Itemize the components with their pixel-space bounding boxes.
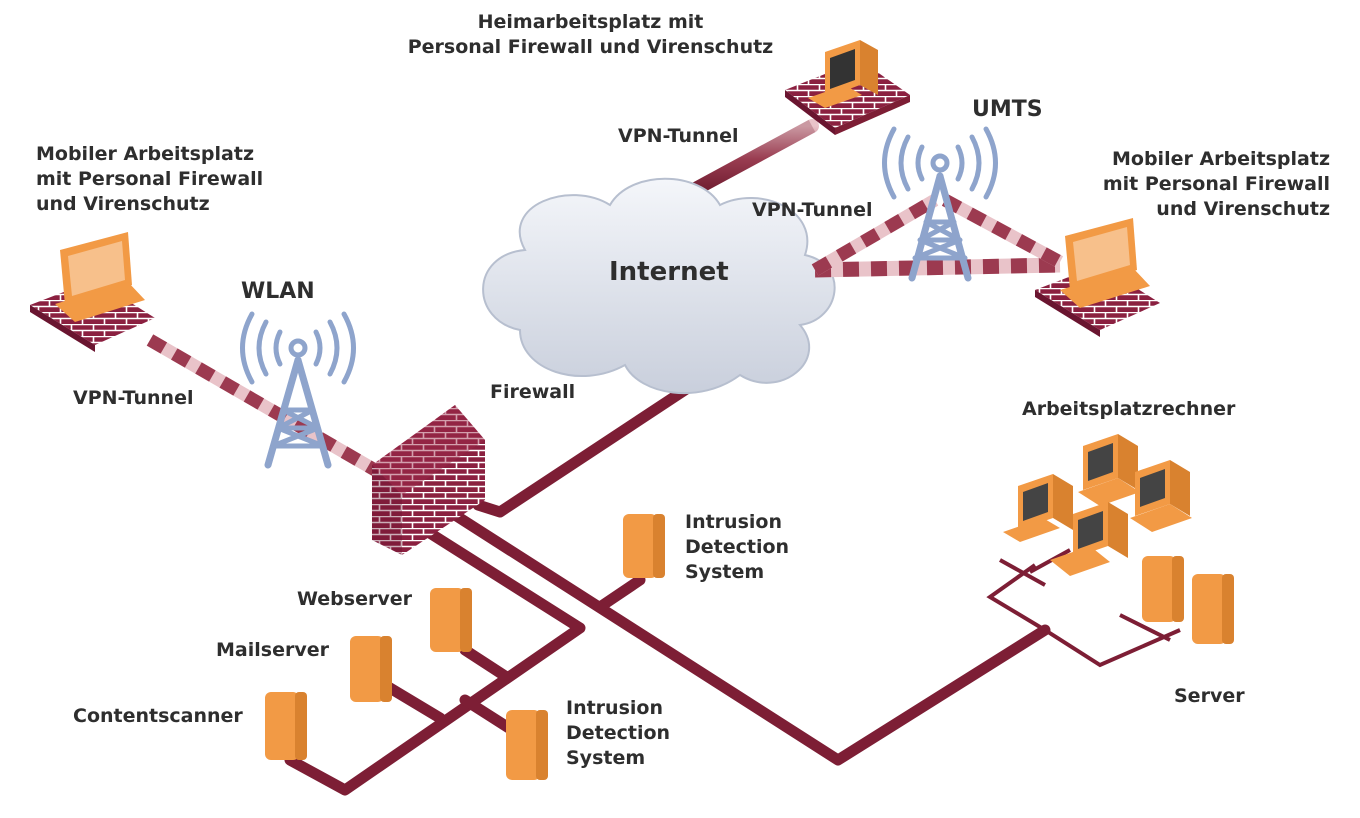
lan-servers-icon — [1142, 556, 1234, 644]
internet-cloud — [482, 177, 836, 395]
line-lan-pc2 — [1029, 548, 1071, 574]
line-dmz-ids-low — [459, 694, 518, 736]
label-ids-mid: Intrusion Detection System — [685, 511, 790, 583]
line-pc-kb — [999, 558, 1046, 587]
label-mobile-left: Mobiler Arbeitsplatz mit Personal Firewa… — [36, 143, 264, 215]
vpn-tunnel-wlan — [146, 334, 379, 476]
label-umts: UMTS — [972, 97, 1043, 122]
laptop-left-icon — [30, 232, 155, 352]
workstations-icon — [1003, 434, 1192, 576]
line-firewall-internet — [472, 374, 706, 518]
label-vpn-tunnel-left: VPN-Tunnel — [73, 387, 194, 409]
laptop-right-icon — [1035, 218, 1160, 337]
ids-low-server-icon — [506, 710, 548, 780]
label-server: Server — [1174, 685, 1245, 707]
vpn-tunnel-umts — [814, 257, 1061, 278]
line-lan-ids-mid — [594, 574, 646, 613]
label-contentscanner: Contentscanner — [73, 705, 243, 727]
label-workstations: Arbeitsplatzrechner — [1022, 398, 1236, 420]
home-office-pc-icon — [785, 40, 910, 135]
line-lan-server — [1043, 628, 1181, 668]
line-lan-workstations — [986, 563, 1047, 632]
label-firewall: Firewall — [490, 381, 576, 403]
network-lines — [284, 374, 1051, 796]
vpn-tunnel-umts-a — [811, 194, 1064, 276]
line-firewall-lan-main — [449, 509, 1051, 766]
firewall-wall-icon — [372, 405, 485, 555]
label-mailserver: Mailserver — [216, 639, 329, 661]
label-webserver: Webserver — [297, 588, 412, 610]
workstation-pc-1 — [1078, 434, 1140, 506]
wlan-antenna-icon — [240, 311, 356, 469]
label-home-office: Heimarbeitsplatz mit Personal Firewall u… — [407, 11, 774, 58]
line-lan-server2 — [1119, 613, 1171, 642]
label-vpn-tunnel-mid: VPN-Tunnel — [752, 199, 873, 221]
label-internet: Internet — [609, 257, 729, 287]
vpn-tunnel-home — [683, 119, 819, 199]
mailserver-icon — [350, 636, 392, 702]
line-dmz-webserver — [459, 644, 511, 682]
contentscanner-icon — [265, 692, 307, 760]
line-firewall-dmz — [284, 524, 586, 796]
label-wlan: WLAN — [241, 279, 315, 304]
label-vpn-tunnel-top: VPN-Tunnel — [618, 125, 739, 147]
workstation-pc-2 — [1130, 460, 1192, 532]
webserver-icon — [430, 588, 472, 652]
line-dmz-mailserver — [379, 679, 446, 724]
umts-antenna-icon — [882, 126, 998, 282]
label-mobile-right: Mobiler Arbeitsplatz mit Personal Firewa… — [1102, 148, 1330, 220]
workstation-pc-3 — [1003, 474, 1073, 542]
workstation-pc-4 — [1050, 502, 1128, 576]
lan-thin-lines — [986, 548, 1181, 668]
ids-mid-server-icon — [623, 514, 665, 578]
label-ids-low: Intrusion Detection System — [566, 697, 671, 769]
